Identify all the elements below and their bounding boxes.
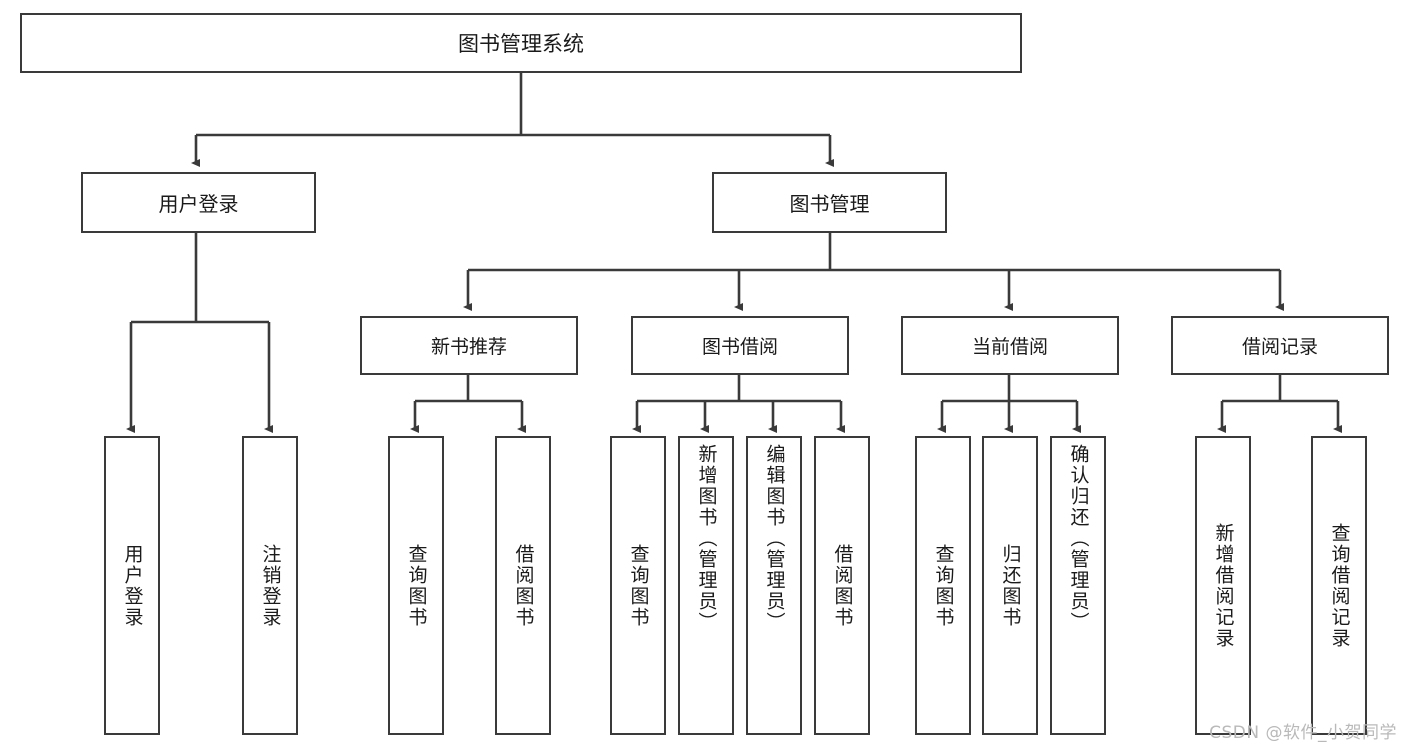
leaf-label: 归还图书 — [999, 543, 1022, 628]
leaf-label: 查询图书 — [932, 543, 955, 628]
node-label: 当前借阅 — [971, 336, 1048, 358]
leaf-add-borrow-record[interactable]: 新增借阅记录 — [1195, 436, 1251, 735]
leaf-add-book-admin[interactable]: 新增图书（管理员） — [678, 436, 734, 735]
leaf-logout[interactable]: 注销登录 — [242, 436, 298, 735]
leaf-borrow-book-recommend[interactable]: 借阅图书 — [495, 436, 551, 735]
leaf-label: 查询图书 — [627, 543, 650, 628]
leaf-query-book-recommend[interactable]: 查询图书 — [388, 436, 444, 735]
leaf-borrow-book-borrow[interactable]: 借阅图书 — [814, 436, 870, 735]
leaf-query-book-current[interactable]: 查询图书 — [915, 436, 971, 735]
leaf-query-book-borrow[interactable]: 查询图书 — [610, 436, 666, 735]
node-label: 借阅记录 — [1241, 336, 1318, 358]
leaf-label: 借阅图书 — [512, 543, 535, 628]
leaf-label: 新增图书（管理员） — [695, 444, 718, 633]
node-borrow-record[interactable]: 借阅记录 — [1171, 316, 1389, 375]
watermark-text: CSDN @软件_小贺同学 — [1209, 723, 1397, 743]
node-label: 图书借阅 — [701, 336, 778, 358]
node-book-management[interactable]: 图书管理 — [712, 172, 947, 233]
leaf-label: 新增借阅记录 — [1212, 522, 1235, 649]
node-user-login[interactable]: 用户登录 — [81, 172, 316, 233]
leaf-label: 确认归还（管理员） — [1067, 444, 1090, 633]
leaf-edit-book-admin[interactable]: 编辑图书（管理员） — [746, 436, 802, 735]
leaf-label: 编辑图书（管理员） — [763, 444, 786, 633]
leaf-query-borrow-record[interactable]: 查询借阅记录 — [1311, 436, 1367, 735]
leaf-return-book[interactable]: 归还图书 — [982, 436, 1038, 735]
node-label: 图书管理 — [789, 192, 870, 216]
leaf-label: 借阅图书 — [831, 543, 854, 628]
node-current-borrow[interactable]: 当前借阅 — [901, 316, 1119, 375]
leaf-label: 注销登录 — [259, 543, 282, 628]
leaf-label: 查询图书 — [405, 543, 428, 628]
node-label: 图书管理系统 — [458, 32, 584, 56]
node-label: 新书推荐 — [430, 336, 507, 358]
node-book-borrow[interactable]: 图书借阅 — [631, 316, 849, 375]
leaf-user-login[interactable]: 用户登录 — [104, 436, 160, 735]
node-root-system[interactable]: 图书管理系统 — [20, 13, 1022, 73]
node-new-book-recommend[interactable]: 新书推荐 — [360, 316, 578, 375]
leaf-label: 用户登录 — [121, 543, 144, 628]
leaf-confirm-return-admin[interactable]: 确认归还（管理员） — [1050, 436, 1106, 735]
leaf-label: 查询借阅记录 — [1328, 522, 1351, 649]
node-label: 用户登录 — [158, 192, 239, 216]
